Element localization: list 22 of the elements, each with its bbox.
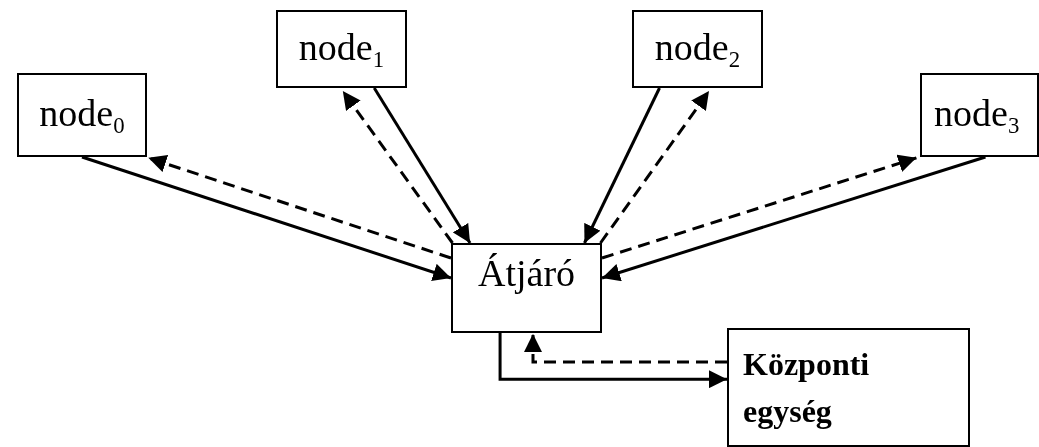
arrow — [601, 154, 917, 260]
node-label: node$_{1}$ — [298, 26, 385, 72]
process-box — [920, 73, 1039, 157]
arrow — [147, 154, 452, 260]
process-box — [451, 243, 602, 333]
node-label: node$_{0}$ — [39, 92, 125, 138]
node-label: node$_{3}$ — [934, 92, 1020, 138]
process-box — [727, 328, 970, 447]
node-label: Átjáró — [477, 253, 576, 295]
arrow — [583, 87, 661, 244]
node-label: node$_{2}$ — [654, 26, 741, 72]
arrow — [601, 155, 986, 282]
arrow — [524, 333, 727, 364]
arrow — [372, 87, 472, 244]
arrow — [498, 333, 727, 389]
arrow — [599, 90, 711, 244]
arrow — [81, 155, 452, 281]
process-box — [17, 73, 147, 157]
arrow — [341, 90, 454, 244]
process-box — [632, 10, 763, 88]
node-label: Központi egység — [743, 345, 871, 431]
process-box — [276, 10, 407, 88]
